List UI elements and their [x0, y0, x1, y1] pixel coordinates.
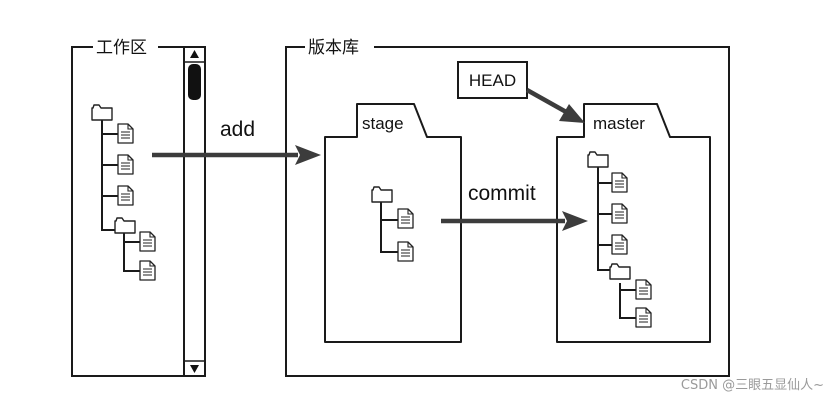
- head-box: [457, 61, 528, 99]
- repository-frame: [285, 46, 730, 377]
- scroll-down-arrow-icon[interactable]: [190, 365, 199, 373]
- watermark: CSDN @三眼五显仙人~: [681, 378, 824, 393]
- file-icon: [139, 231, 156, 252]
- file-icon: [611, 203, 628, 224]
- file-icon: [397, 241, 414, 262]
- file-icon: [117, 185, 134, 206]
- workspace-label: 工作区: [96, 38, 147, 58]
- file-icon: [139, 260, 156, 281]
- workspace-file-tree: [91, 104, 156, 281]
- stage-file-tree: [371, 186, 414, 262]
- scrollbar-thumb[interactable]: [188, 64, 201, 100]
- scroll-up-arrow-icon[interactable]: [190, 50, 199, 58]
- file-icon: [611, 172, 628, 193]
- master-label: master: [593, 114, 645, 133]
- repository-label: 版本库: [308, 38, 359, 58]
- add-arrow: [152, 145, 321, 165]
- master-file-tree: [587, 151, 652, 328]
- file-icon: [397, 208, 414, 229]
- folder-icon: [91, 104, 113, 121]
- head-label: HEAD: [469, 71, 516, 90]
- stage-label: stage: [362, 114, 404, 133]
- file-icon: [635, 307, 652, 328]
- stage-folder: [324, 103, 462, 343]
- commit-arrow: [441, 211, 588, 231]
- file-icon: [117, 154, 134, 175]
- commit-label: commit: [468, 182, 536, 205]
- file-icon: [611, 234, 628, 255]
- workspace-scrollbar[interactable]: [183, 46, 206, 377]
- head-to-master-arrow: [525, 88, 585, 123]
- file-icon: [117, 123, 134, 144]
- add-label: add: [220, 118, 255, 141]
- folder-icon: [114, 217, 136, 234]
- file-icon: [635, 279, 652, 300]
